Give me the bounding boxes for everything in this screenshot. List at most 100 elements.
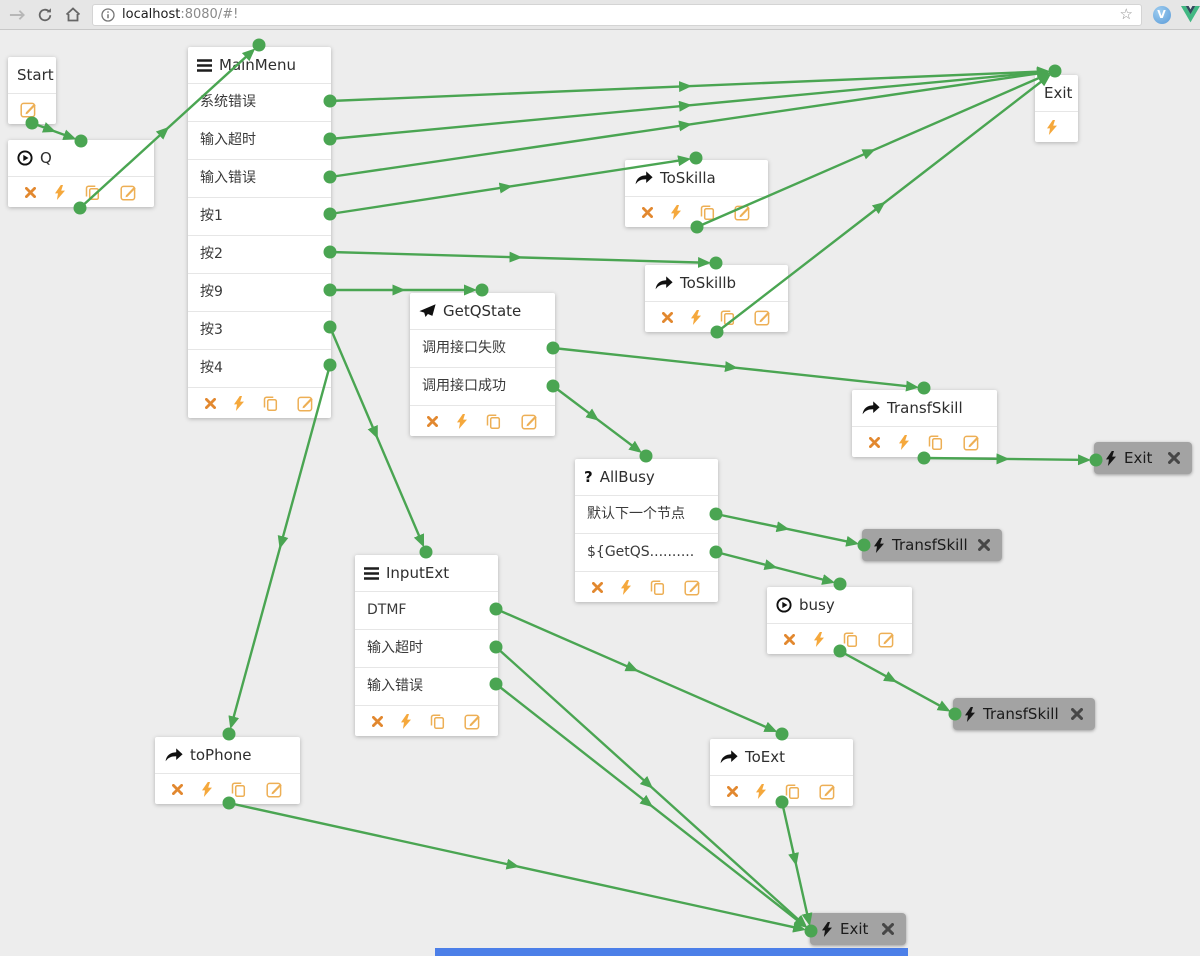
branch-item[interactable]: 调用接口成功 <box>410 367 555 405</box>
lightning-icon[interactable] <box>234 395 244 411</box>
delete-icon[interactable] <box>592 581 603 593</box>
edit-icon[interactable] <box>297 395 314 412</box>
lightning-icon[interactable] <box>401 713 411 729</box>
flow-connection <box>839 649 951 712</box>
node-to-skill-b[interactable]: ToSkillb <box>645 265 788 332</box>
close-icon[interactable] <box>1071 708 1083 720</box>
page-info-icon[interactable] <box>101 7 115 22</box>
delete-icon[interactable] <box>25 186 37 198</box>
node-transf-skill[interactable]: TransfSkill <box>852 390 997 457</box>
lightning-icon[interactable] <box>756 783 766 799</box>
node-exit-chip-bottom[interactable]: Exit <box>810 913 906 945</box>
branch-item[interactable]: DTMF <box>355 591 498 629</box>
copy-icon[interactable] <box>230 781 247 798</box>
copy-icon[interactable] <box>262 395 279 412</box>
vue-devtools-icon[interactable] <box>1181 5 1200 24</box>
lightning-icon[interactable] <box>813 631 824 647</box>
edit-icon[interactable] <box>684 579 701 596</box>
edit-icon[interactable] <box>464 713 481 730</box>
node-title: InputExt <box>386 564 450 582</box>
branch-item[interactable]: 按2 <box>188 235 331 273</box>
delete-icon[interactable] <box>172 783 184 795</box>
copy-icon[interactable] <box>842 631 859 648</box>
lightning-icon[interactable] <box>201 781 212 797</box>
lightning-icon[interactable] <box>1047 119 1057 135</box>
address-bar[interactable]: localhost:8080/#! ☆ <box>92 3 1142 26</box>
flow-connection <box>329 67 1051 141</box>
close-icon[interactable] <box>882 923 894 935</box>
node-exit-chip-right[interactable]: Exit <box>1094 442 1192 474</box>
copy-icon[interactable] <box>927 434 944 451</box>
node-q[interactable]: Q <box>8 140 154 207</box>
copy-icon[interactable] <box>699 204 716 221</box>
home-icon[interactable] <box>64 6 82 24</box>
branch-item[interactable]: 输入超时 <box>355 629 498 667</box>
branch-item[interactable]: 按1 <box>188 197 331 235</box>
branch-item[interactable]: 按4 <box>188 349 331 387</box>
edit-icon[interactable] <box>734 204 751 221</box>
bookmark-star-icon[interactable]: ☆ <box>1119 5 1133 23</box>
vimium-extension-icon[interactable]: V <box>1152 5 1171 24</box>
node-to-ext[interactable]: ToExt <box>710 739 853 806</box>
node-title: TransfSkill <box>892 536 968 554</box>
edit-icon[interactable] <box>120 184 137 201</box>
delete-icon[interactable] <box>642 206 653 218</box>
close-icon[interactable] <box>1168 452 1180 464</box>
delete-icon[interactable] <box>427 415 439 427</box>
branch-item[interactable]: 按9 <box>188 273 331 311</box>
edit-icon[interactable] <box>266 781 283 798</box>
lightning-icon[interactable] <box>691 309 701 325</box>
edit-icon[interactable] <box>819 783 836 800</box>
edit-icon[interactable] <box>878 631 895 648</box>
lightning-icon[interactable] <box>671 204 681 220</box>
branch-item[interactable]: 调用接口失败 <box>410 329 555 367</box>
copy-icon[interactable] <box>485 413 502 430</box>
flow-connection <box>715 550 836 585</box>
edit-icon[interactable] <box>20 101 37 118</box>
lightning-icon[interactable] <box>456 413 467 429</box>
lightning-icon[interactable] <box>621 579 631 595</box>
copy-icon[interactable] <box>84 184 101 201</box>
node-start[interactable]: Start <box>8 57 56 124</box>
branch-item[interactable]: 默认下一个节点 <box>575 495 718 533</box>
edit-icon[interactable] <box>754 309 771 326</box>
node-transf-skill-chip-bottom[interactable]: TransfSkill <box>953 698 1095 730</box>
close-icon[interactable] <box>978 539 990 551</box>
branch-item[interactable]: ${GetQS.......... <box>575 533 718 571</box>
node-transf-skill-chip-mid[interactable]: TransfSkill <box>862 529 1002 561</box>
delete-icon[interactable] <box>784 633 796 645</box>
copy-icon[interactable] <box>429 713 446 730</box>
node-to-phone[interactable]: toPhone <box>155 737 300 804</box>
branch-item[interactable]: 输入错误 <box>188 159 331 197</box>
copy-icon[interactable] <box>784 783 801 800</box>
reload-icon[interactable] <box>36 6 54 24</box>
delete-icon[interactable] <box>662 311 673 323</box>
edit-icon[interactable] <box>521 413 538 430</box>
branch-item[interactable]: 系统错误 <box>188 83 331 121</box>
node-actions <box>155 773 300 804</box>
flow-connection <box>780 801 813 927</box>
delete-icon[interactable] <box>869 436 881 448</box>
copy-icon[interactable] <box>719 309 736 326</box>
edit-icon[interactable] <box>963 434 980 451</box>
branch-item[interactable]: 输入超时 <box>188 121 331 159</box>
node-actions <box>852 426 997 457</box>
node-exit-top[interactable]: Exit <box>1035 75 1078 142</box>
branch-item[interactable]: 按3 <box>188 311 331 349</box>
lightning-icon[interactable] <box>898 434 909 450</box>
forward-icon[interactable] <box>8 6 26 24</box>
copy-icon[interactable] <box>649 579 666 596</box>
flow-connection <box>923 453 1091 466</box>
branch-item[interactable]: 输入错误 <box>355 667 498 705</box>
delete-icon[interactable] <box>727 785 738 797</box>
delete-icon[interactable] <box>372 715 383 727</box>
delete-icon[interactable] <box>205 397 216 409</box>
lightning-icon[interactable] <box>55 184 66 200</box>
node-to-skill-a[interactable]: ToSkilla <box>625 160 768 227</box>
forward-icon <box>719 749 738 765</box>
node-busy[interactable]: busy <box>767 587 912 654</box>
